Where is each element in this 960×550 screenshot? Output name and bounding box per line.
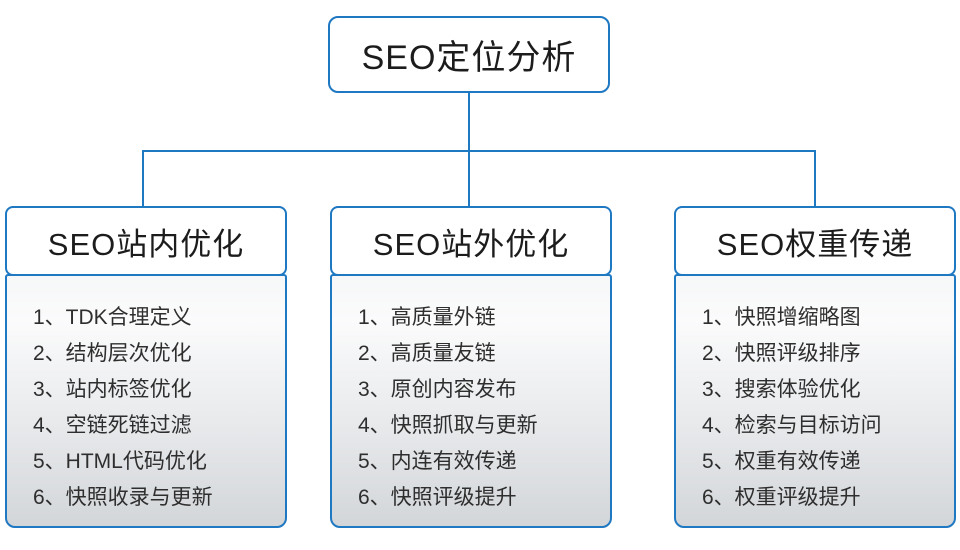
list-item: 5、内连有效传递	[358, 450, 517, 473]
list-item: 4、空链死链过滤	[33, 414, 192, 437]
column-weight-list: 1、快照增缩略图 2、快照评级排序 3、搜索体验优化 4、检索与目标访问 5、权…	[702, 300, 944, 516]
connector-root-vertical	[468, 90, 470, 152]
list-item: 4、检索与目标访问	[702, 414, 882, 437]
list-item: 2、快照评级排序	[702, 342, 861, 365]
list-item: 5、HTML代码优化	[33, 450, 207, 473]
list-item: 1、高质量外链	[358, 306, 496, 329]
list-item: 2、结构层次优化	[33, 342, 192, 365]
connector-drop-left	[142, 150, 144, 208]
connector-drop-center	[468, 150, 470, 208]
column-onsite-header: SEO站内优化	[5, 206, 287, 276]
column-weight-header: SEO权重传递	[674, 206, 956, 276]
list-item: 5、权重有效传递	[702, 450, 861, 473]
connector-horizontal-bar	[142, 150, 816, 152]
column-offsite-list: 1、高质量外链 2、高质量友链 3、原创内容发布 4、快照抓取与更新 5、内连有…	[358, 300, 600, 516]
column-onsite-list: 1、TDK合理定义 2、结构层次优化 3、站内标签优化 4、空链死链过滤 5、H…	[33, 300, 275, 516]
column-offsite-body: 1、高质量外链 2、高质量友链 3、原创内容发布 4、快照抓取与更新 5、内连有…	[330, 274, 612, 528]
column-title: SEO站内优化	[47, 226, 245, 262]
column-offsite-header: SEO站外优化	[330, 206, 612, 276]
root-node-label: SEO定位分析	[361, 39, 577, 77]
column-weight-body: 1、快照增缩略图 2、快照评级排序 3、搜索体验优化 4、检索与目标访问 5、权…	[674, 274, 956, 528]
column-onsite-body: 1、TDK合理定义 2、结构层次优化 3、站内标签优化 4、空链死链过滤 5、H…	[5, 274, 287, 528]
list-item: 3、原创内容发布	[358, 378, 517, 401]
list-item: 6、快照收录与更新	[33, 486, 213, 509]
list-item: 3、搜索体验优化	[702, 378, 861, 401]
list-item: 4、快照抓取与更新	[358, 414, 538, 437]
list-item: 3、站内标签优化	[33, 378, 192, 401]
column-title: SEO站外优化	[372, 226, 570, 262]
list-item: 1、TDK合理定义	[33, 306, 192, 329]
root-node: SEO定位分析	[328, 16, 610, 93]
list-item: 1、快照增缩略图	[702, 306, 861, 329]
column-title: SEO权重传递	[716, 226, 914, 262]
list-item: 6、权重评级提升	[702, 486, 861, 509]
connector-drop-right	[814, 150, 816, 208]
list-item: 2、高质量友链	[358, 342, 496, 365]
list-item: 6、快照评级提升	[358, 486, 517, 509]
